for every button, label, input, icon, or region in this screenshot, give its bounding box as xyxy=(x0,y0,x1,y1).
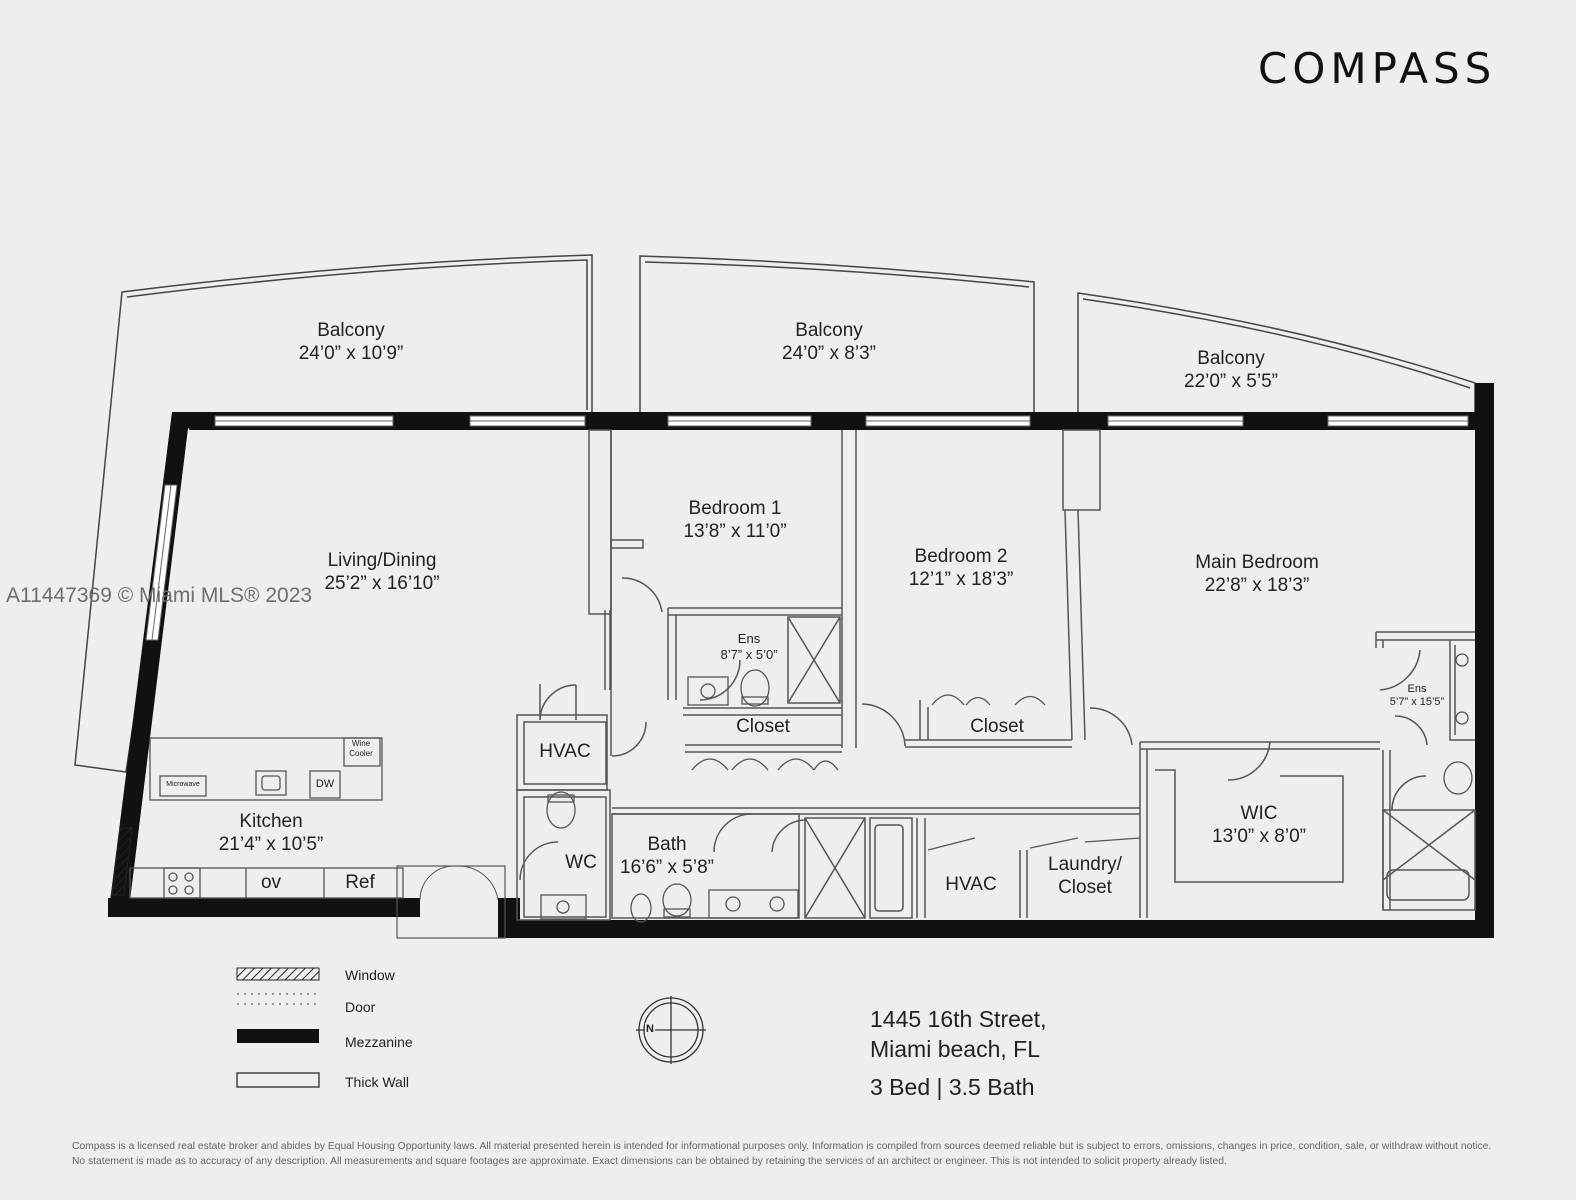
address-line1: 1445 16th Street, xyxy=(870,1006,1047,1032)
balconies xyxy=(74,254,1476,773)
legend-mezzanine-label: Mezzanine xyxy=(345,1034,413,1050)
exterior-walls xyxy=(108,383,1494,939)
closet2-label: Closet xyxy=(970,716,1024,737)
compass-logo: COMPASS xyxy=(1258,44,1497,93)
laundry-label: Laundry/Closet xyxy=(1048,854,1122,898)
address-block: 1445 16th Street, Miami beach, FL 3 Bed … xyxy=(870,1004,1046,1102)
microwave-label: Microwave xyxy=(166,781,200,788)
refrigerator-label: Ref xyxy=(345,872,375,893)
bed-bath-summary: 3 Bed | 3.5 Bath xyxy=(870,1073,1035,1100)
mls-watermark: A11447369 © Miami MLS® 2023 xyxy=(6,584,313,607)
compass-north-letter: N xyxy=(645,1023,655,1037)
hvac2-label: HVAC xyxy=(945,874,997,895)
compass-rose xyxy=(636,996,706,1064)
legend-door-label: Door xyxy=(345,999,376,1015)
legend-window-label: Window xyxy=(345,967,395,983)
dishwasher-label: DW xyxy=(315,778,335,790)
hvac1-label: HVAC xyxy=(539,741,591,762)
closet-doors xyxy=(691,694,1141,851)
interior-walls xyxy=(516,429,1476,921)
sanitary-fixtures xyxy=(540,653,1473,923)
kitchen-counters xyxy=(129,737,404,899)
wc-label: WC xyxy=(565,852,597,873)
disclaimer-text: Compass is a licensed real estate broker… xyxy=(72,1141,1492,1167)
legend-swatches xyxy=(236,967,320,1088)
oven-label: ov xyxy=(260,872,282,893)
legend-thick-wall-label: Thick Wall xyxy=(345,1074,410,1090)
address-line2: Miami beach, FL xyxy=(870,1036,1041,1063)
closet1-label: Closet xyxy=(736,716,790,737)
